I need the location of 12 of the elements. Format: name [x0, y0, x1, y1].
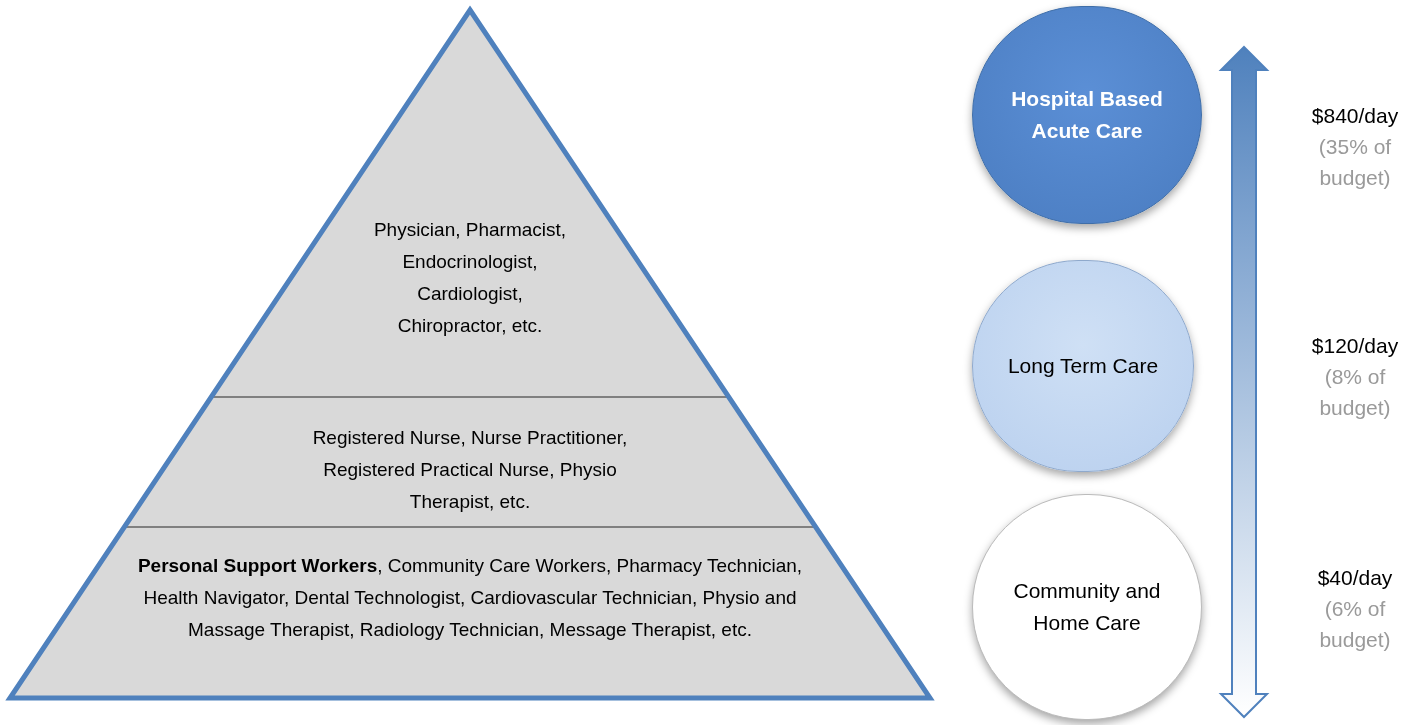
- circle-text: Long Term Care: [1006, 353, 1160, 379]
- cost-label: $40/day: [1316, 565, 1394, 591]
- budget-share-label: (35% of budget): [1317, 134, 1393, 191]
- tier-text: Registered Nurse, Nurse Practitioner, Registered Practical Nurse, Physio Therapist, etc.: [311, 426, 629, 514]
- tier-text: Physician, Pharmacist, Endocrinologist, Cardiologist, Chiropractor, etc.: [372, 218, 568, 338]
- circle-text: Community and Home Care: [1012, 578, 1162, 636]
- cost-label: $120/day: [1310, 333, 1400, 359]
- budget-share-label: (8% of budget): [1318, 364, 1392, 421]
- tier-text: Personal Support Workers, Community Care Workers, Pharmacy Technician, Health Navigator, Dental Technologist, Cardiovascular Technician, Physio and Massage Therapist, Radiology Technician, Message Therapist, etc.: [136, 554, 804, 642]
- circle-text: Hospital Based Acute Care: [1010, 86, 1164, 144]
- budget-share-label: (6% of budget): [1318, 596, 1392, 653]
- cost-label: $840/day: [1310, 103, 1400, 129]
